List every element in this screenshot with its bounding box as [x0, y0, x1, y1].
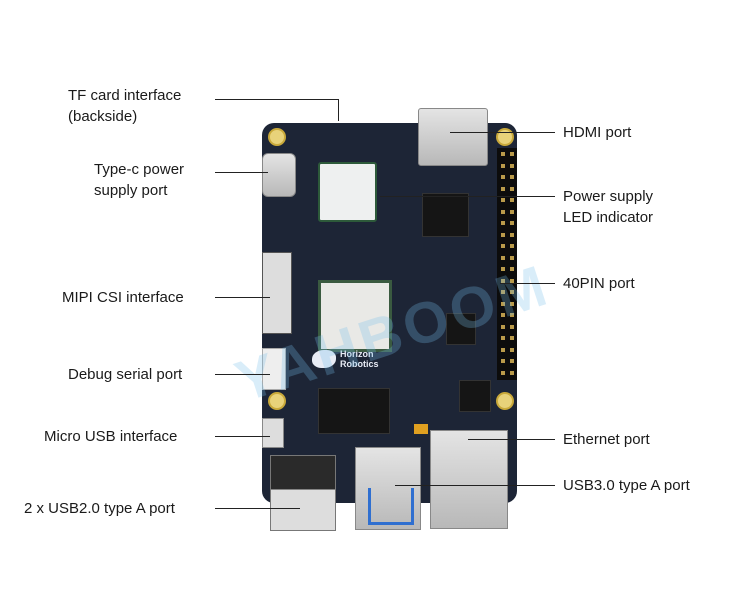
- header-pin: [510, 301, 514, 306]
- header-pin: [501, 301, 505, 306]
- header-pin: [510, 370, 514, 375]
- header-pin: [501, 359, 505, 363]
- label-type-c: Type-c power supply port: [94, 159, 184, 201]
- label-usb3: USB3.0 type A port: [563, 477, 690, 494]
- header-pin: [510, 221, 514, 225]
- mipi-csi-connector: [262, 252, 292, 334]
- header-pin: [510, 324, 514, 329]
- header-pin: [501, 290, 505, 294]
- ethernet-port: [430, 430, 508, 529]
- label-line: TF card interface: [68, 87, 182, 104]
- soc-chip: [318, 280, 392, 352]
- header-pin: [510, 209, 514, 214]
- header-pin: [501, 347, 505, 352]
- mounting-hole: [496, 392, 514, 410]
- label-tf-card: TF card interface (backside): [68, 85, 181, 127]
- label-ethernet: Ethernet port: [563, 431, 650, 448]
- header-pin: [501, 186, 505, 191]
- label-line: Power supply: [563, 188, 654, 205]
- header-pin: [510, 175, 514, 179]
- label-debug-serial: Debug serial port: [68, 366, 183, 383]
- header-pin: [510, 359, 514, 363]
- label-line: Type-c power: [94, 161, 185, 178]
- label-40pin: 40PIN port: [563, 275, 635, 292]
- header-pin: [510, 198, 514, 202]
- header-pin: [510, 347, 514, 352]
- header-pin: [510, 163, 514, 168]
- header-pin: [501, 163, 505, 168]
- chip: [422, 193, 469, 237]
- header-pin: [510, 278, 514, 283]
- header-pin: [510, 267, 514, 271]
- mounting-hole: [496, 128, 514, 146]
- chip: [459, 380, 491, 412]
- header-pin: [510, 290, 514, 294]
- header-pin: [501, 278, 505, 283]
- usb3-port: [355, 447, 421, 530]
- label-micro-usb: Micro USB interface: [44, 428, 178, 445]
- debug-serial-connector: [262, 348, 286, 390]
- header-pin: [510, 336, 514, 340]
- header-pin: [501, 336, 505, 340]
- hdmi-port: [418, 108, 488, 166]
- header-pin: [510, 232, 514, 237]
- header-pin: [510, 186, 514, 191]
- mounting-hole: [268, 392, 286, 410]
- header-pin: [501, 152, 505, 156]
- label-line: supply port: [94, 182, 168, 199]
- label-hdmi: HDMI port: [563, 124, 632, 141]
- label-line: (backside): [68, 108, 138, 125]
- header-pin: [501, 244, 505, 248]
- header-pin: [501, 324, 505, 329]
- ram-chip: [318, 388, 390, 434]
- header-pin: [510, 152, 514, 156]
- header-pin: [501, 209, 505, 214]
- header-pin: [501, 255, 505, 260]
- brand-line: Horizon: [340, 349, 374, 359]
- header-pin: [501, 267, 505, 271]
- gpio-40pin-header: [497, 148, 517, 380]
- brand-line: Robotics: [340, 359, 379, 369]
- micro-usb-port: [262, 418, 284, 448]
- mounting-hole: [268, 128, 286, 146]
- header-pin: [501, 198, 505, 202]
- label-line: LED indicator: [563, 209, 654, 226]
- capacitor: [414, 424, 428, 434]
- type-c-port: [262, 153, 296, 197]
- chip: [446, 313, 476, 345]
- horizon-logo: [312, 350, 336, 368]
- header-pin: [501, 313, 505, 317]
- header-pin: [510, 255, 514, 260]
- header-pin: [501, 232, 505, 237]
- usb2-port: [270, 455, 336, 531]
- label-mipi-csi: MIPI CSI interface: [62, 289, 184, 306]
- label-usb2: 2 x USB2.0 type A port: [24, 500, 175, 517]
- header-pin: [501, 370, 505, 375]
- header-pin: [501, 175, 505, 179]
- header-pin: [510, 244, 514, 248]
- header-pin: [501, 221, 505, 225]
- wifi-module: [318, 162, 377, 222]
- header-pin: [510, 313, 514, 317]
